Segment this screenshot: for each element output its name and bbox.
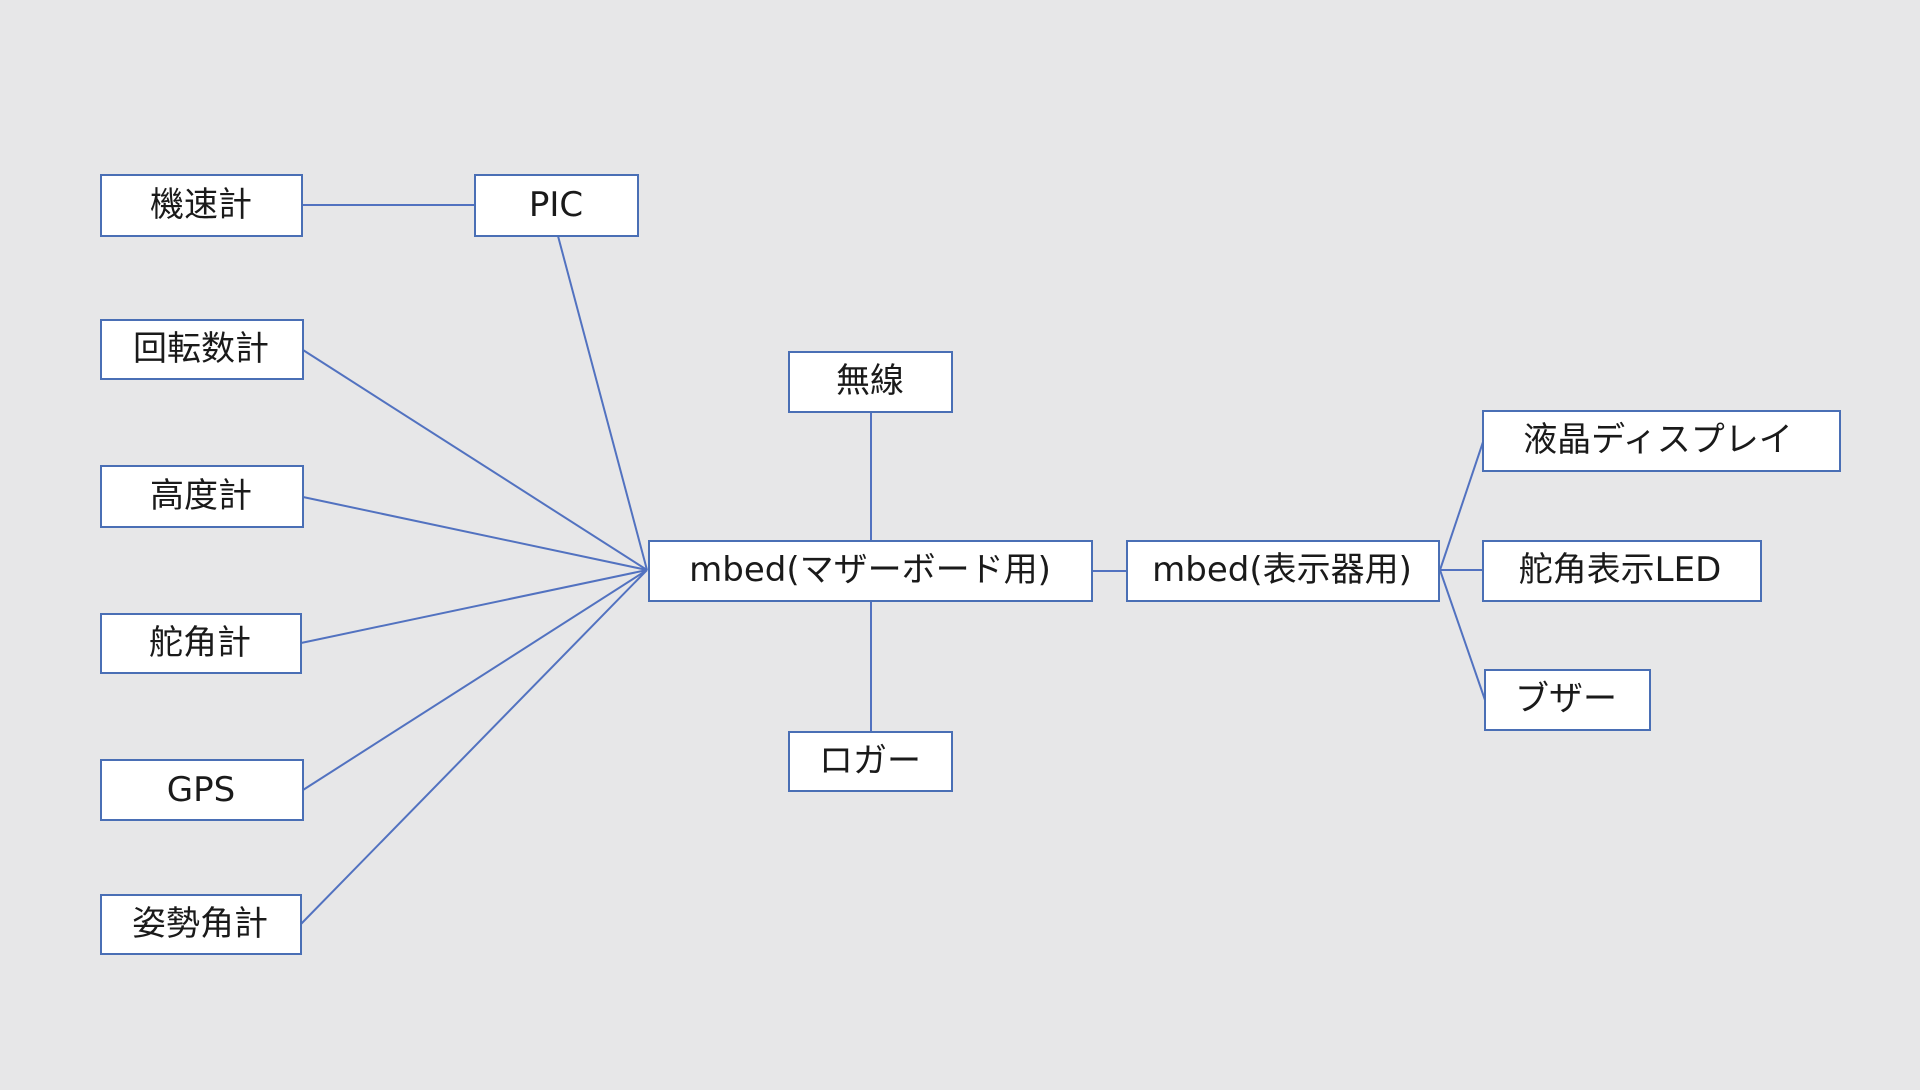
node-gps-label: GPS bbox=[167, 770, 235, 810]
node-mbed-display: mbed(表示器用) bbox=[1126, 540, 1440, 602]
edge-rudder-gauge-mbed-mother bbox=[300, 569, 648, 644]
node-rudder-gauge: 舵角計 bbox=[100, 613, 302, 674]
edge-altimeter-mbed-mother bbox=[302, 496, 648, 571]
node-lcd-label: 液晶ディスプレイ bbox=[1523, 420, 1793, 460]
node-altimeter-label: 高度計 bbox=[150, 476, 252, 516]
node-airspeed-label: 機速計 bbox=[150, 185, 252, 225]
node-lcd: 液晶ディスプレイ bbox=[1482, 410, 1841, 472]
edge-pic-mbed-mother bbox=[557, 235, 648, 571]
node-attitude-label: 姿勢角計 bbox=[132, 904, 268, 944]
edge-mbed-display-lcd bbox=[1439, 441, 1484, 571]
node-buzzer-label: ブザー bbox=[1515, 679, 1617, 719]
node-logger: ロガー bbox=[788, 731, 953, 792]
node-mbed-display-label: mbed(表示器用) bbox=[1152, 550, 1412, 590]
edge-mbed-display-buzzer bbox=[1439, 569, 1486, 701]
edge-rpm-mbed-mother bbox=[302, 349, 648, 571]
node-buzzer: ブザー bbox=[1484, 669, 1651, 731]
node-rudder-gauge-label: 舵角計 bbox=[149, 623, 251, 663]
node-altimeter: 高度計 bbox=[100, 465, 304, 528]
node-airspeed: 機速計 bbox=[100, 174, 303, 237]
node-rpm-label: 回転数計 bbox=[133, 329, 269, 369]
node-wireless: 無線 bbox=[788, 351, 953, 413]
node-attitude: 姿勢角計 bbox=[100, 894, 302, 955]
node-pic: PIC bbox=[474, 174, 639, 237]
node-wireless-label: 無線 bbox=[836, 361, 904, 401]
node-rudder-led: 舵角表示LED bbox=[1482, 540, 1762, 602]
edge-gps-mbed-mother bbox=[302, 569, 648, 791]
node-mbed-mother-label: mbed(マザーボード用) bbox=[689, 550, 1051, 590]
node-logger-label: ロガー bbox=[819, 741, 921, 781]
edges bbox=[300, 204, 1486, 925]
node-rpm: 回転数計 bbox=[100, 319, 304, 380]
nodes: 機速計 PIC 回転数計 高度計 舵角計 GPS 姿勢角計 無線 bbox=[100, 174, 1841, 955]
node-gps: GPS bbox=[100, 759, 304, 821]
node-mbed-mother: mbed(マザーボード用) bbox=[648, 540, 1093, 602]
node-rudder-led-label: 舵角表示LED bbox=[1519, 550, 1722, 590]
edge-attitude-mbed-mother bbox=[300, 569, 648, 925]
node-pic-label: PIC bbox=[529, 185, 583, 225]
